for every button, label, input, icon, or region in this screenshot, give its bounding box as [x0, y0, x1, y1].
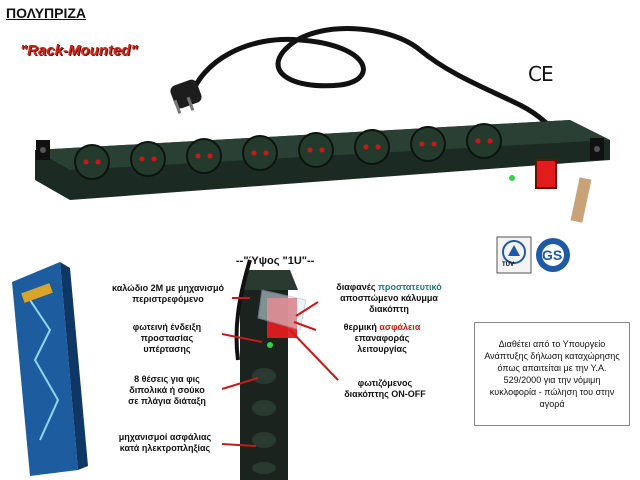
socket	[410, 126, 446, 162]
note-safety: μηχανισμοί ασφάλιας κατά ηλεκτροπληξίας	[118, 432, 212, 453]
socket-row	[74, 123, 502, 180]
compliance-text: Διαθέτει από το Υπουργείο Ανάπτυξης δήλω…	[484, 339, 620, 409]
note-cover: διαφανές προστατευτικό αποσπώμενο κάλυμμ…	[318, 282, 460, 315]
indicator-light	[509, 175, 515, 181]
product-subtitle: "Rack-Mounted"	[20, 42, 138, 59]
socket	[354, 129, 390, 165]
vertical-strip-detail	[234, 259, 307, 480]
note-cover-highlight: προστατευτικό	[378, 282, 442, 292]
tuv-icon	[496, 236, 532, 274]
height-label: --"Ύψος "1U"--	[236, 255, 315, 267]
note-fuse-suffix: επαναφοράς λειτουργίας	[354, 333, 410, 354]
tuv-badge: TÜV	[496, 236, 532, 279]
gs-badge: GS	[534, 236, 572, 279]
note-fuse-highlight: ασφάλεια	[379, 322, 421, 332]
tuv-label: TÜV	[502, 262, 514, 268]
socket	[466, 123, 502, 159]
note-sockets: 8 θέσεις για φις διπολικά ή σούκο σε πλά…	[128, 374, 206, 406]
note-surge-indicator: φωτεινή ένδειξη προστασίας υπέρτασης	[132, 322, 202, 354]
annotation-arrows	[221, 297, 339, 447]
socket	[74, 144, 110, 180]
compliance-note: Διαθέτει από το Υπουργείο Ανάπτυξης δήλω…	[474, 322, 630, 426]
ce-mark: CE	[528, 62, 554, 86]
schuko-plug	[170, 79, 202, 114]
gs-icon	[536, 238, 570, 272]
product-package	[12, 262, 88, 476]
socket	[242, 135, 278, 171]
note-fuse-prefix: θερμική	[343, 322, 380, 332]
socket	[298, 132, 334, 168]
note-cover-suffix: αποσπώμενο κάλυμμα διακόπτη	[340, 293, 438, 314]
socket	[186, 138, 222, 174]
socket	[130, 141, 166, 177]
note-fuse: θερμική ασφάλεια επαναφοράς λειτουργίας	[322, 322, 442, 355]
gs-label: GS	[542, 247, 563, 263]
page-title: ΠΟΛΥΠΡΙΖΑ	[6, 5, 87, 21]
on-off-switch	[535, 159, 557, 189]
power-cable	[187, 26, 563, 142]
note-cover-prefix: διαφανές	[336, 282, 379, 292]
note-cable: καλώδιο 2M με μηχανισμό περιστρεφόμενο	[111, 283, 225, 304]
note-switch: φωτιζόμενος διακόπτης ON-OFF	[344, 378, 426, 399]
